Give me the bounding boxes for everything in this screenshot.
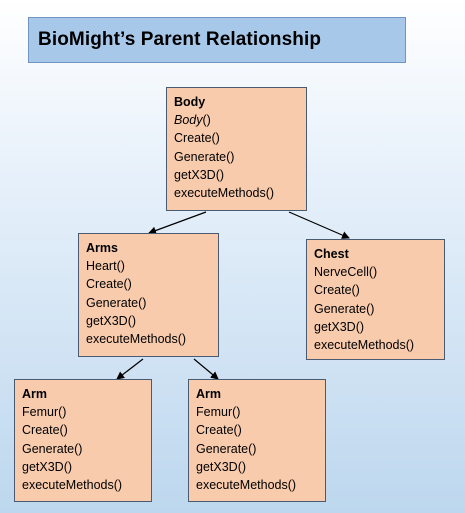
class-method-arm-right-1: Femur() bbox=[196, 405, 241, 420]
class-method-body-4: executeMethods() bbox=[174, 186, 275, 201]
constructor-suffix-body: () bbox=[202, 113, 211, 128]
class-name-body: Body bbox=[174, 95, 206, 109]
class-method-arm-left-3: Generate() bbox=[22, 441, 83, 456]
edge-body-arms bbox=[148, 211, 207, 235]
class-method-arms-1: Heart() bbox=[86, 259, 125, 274]
class-method-arm-left-4: getX3D() bbox=[22, 459, 73, 474]
class-method-arms-2: Create() bbox=[86, 277, 132, 292]
class-box-chest: Chest NerveCell() Create() Generate() ge… bbox=[306, 239, 445, 360]
class-method-body-2: Generate() bbox=[174, 149, 235, 164]
class-method-arm-left-5: executeMethods() bbox=[22, 478, 123, 493]
class-box-arm-right: Arm Femur() Create() Generate() getX3D()… bbox=[188, 379, 326, 502]
edge-arms-arm-right bbox=[193, 358, 219, 380]
class-constructor-body: Body() bbox=[174, 111, 306, 129]
class-method-arm-right-3: Generate() bbox=[196, 441, 257, 456]
class-method-arm-right-2: Create() bbox=[196, 423, 242, 438]
class-method-body-1: Create() bbox=[174, 131, 220, 146]
class-method-arms-5: executeMethods() bbox=[86, 332, 187, 347]
class-method-arm-left-2: Create() bbox=[22, 423, 68, 438]
class-name-arm-left: Arm bbox=[22, 387, 48, 401]
class-name-chest: Chest bbox=[314, 247, 349, 261]
constructor-name-body: Body bbox=[174, 113, 203, 128]
diagram-title: BioMight’s Parent Relationship bbox=[38, 29, 322, 50]
class-method-body-3: getX3D() bbox=[174, 167, 225, 182]
class-method-arm-right-4: getX3D() bbox=[196, 459, 247, 474]
class-method-chest-3: Generate() bbox=[314, 301, 375, 316]
class-box-arms: Arms Heart() Create() Generate() getX3D(… bbox=[78, 233, 219, 357]
class-name-arm-right: Arm bbox=[196, 387, 222, 401]
class-box-arm-left: Arm Femur() Create() Generate() getX3D()… bbox=[14, 379, 152, 502]
class-method-arms-3: Generate() bbox=[86, 295, 147, 310]
class-box-body: Body Body() Create() Generate() getX3D()… bbox=[166, 87, 307, 211]
class-method-chest-1: NerveCell() bbox=[314, 265, 378, 280]
class-name-arms: Arms bbox=[86, 241, 118, 255]
class-method-chest-2: Create() bbox=[314, 283, 360, 298]
edge-body-chest bbox=[288, 211, 350, 239]
class-method-arms-4: getX3D() bbox=[86, 313, 137, 328]
diagram-title-box: BioMight’s Parent Relationship bbox=[28, 17, 406, 63]
class-method-chest-4: getX3D() bbox=[314, 319, 365, 334]
edge-arms-arm-left bbox=[116, 358, 144, 380]
class-method-chest-5: executeMethods() bbox=[314, 338, 415, 353]
class-method-arm-right-5: executeMethods() bbox=[196, 478, 297, 493]
class-method-arm-left-1: Femur() bbox=[22, 405, 67, 420]
